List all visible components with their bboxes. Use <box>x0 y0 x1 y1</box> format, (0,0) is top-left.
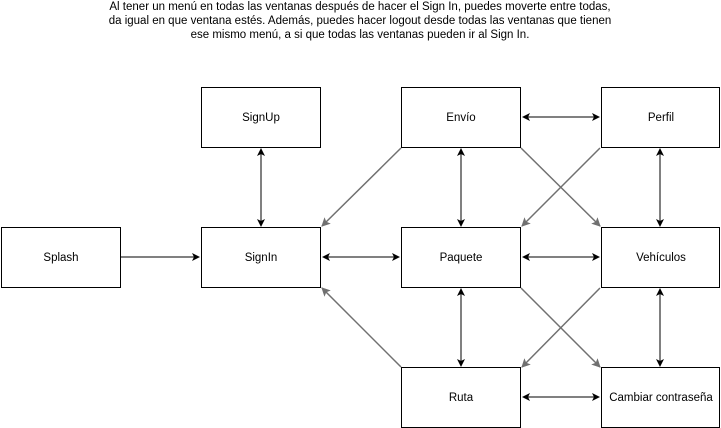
node-signin: SignIn <box>201 227 321 288</box>
node-signup: SignUp <box>201 87 321 148</box>
edge-envio-signin <box>321 147 402 227</box>
node-label: SignIn <box>245 252 278 264</box>
edge-ruta-signin <box>321 287 402 368</box>
node-ruta: Ruta <box>401 367 521 428</box>
edge-perfil-paquete <box>521 147 601 227</box>
node-splash: Splash <box>1 227 121 288</box>
node-paquete: Paquete <box>401 227 521 288</box>
node-label: Ruta <box>449 392 474 404</box>
node-label: Splash <box>43 252 78 264</box>
node-label: Envío <box>446 112 475 124</box>
edge-vehiculos-ruta <box>521 287 601 368</box>
node-label: Paquete <box>440 252 483 264</box>
node-label: Vehículos <box>636 252 686 264</box>
edges <box>121 113 664 401</box>
note-line: ese mismo menú, a si que todas las venta… <box>190 29 530 41</box>
node-perfil: Perfil <box>601 87 720 148</box>
note-line: da igual en que ventana estés. Además, p… <box>108 15 612 27</box>
node-envio: Envío <box>401 87 521 148</box>
node-label: Cambiar contraseña <box>609 392 713 404</box>
node-vehiculos: Vehículos <box>601 227 720 288</box>
explanatory-note: Al tener un menú en todas las ventanas d… <box>80 0 640 42</box>
node-label: Perfil <box>648 112 674 124</box>
node-label: SignUp <box>242 112 280 124</box>
note-line: Al tener un menú en todas las ventanas d… <box>109 1 611 13</box>
node-cambiar-contrasena: Cambiar contraseña <box>601 367 720 428</box>
